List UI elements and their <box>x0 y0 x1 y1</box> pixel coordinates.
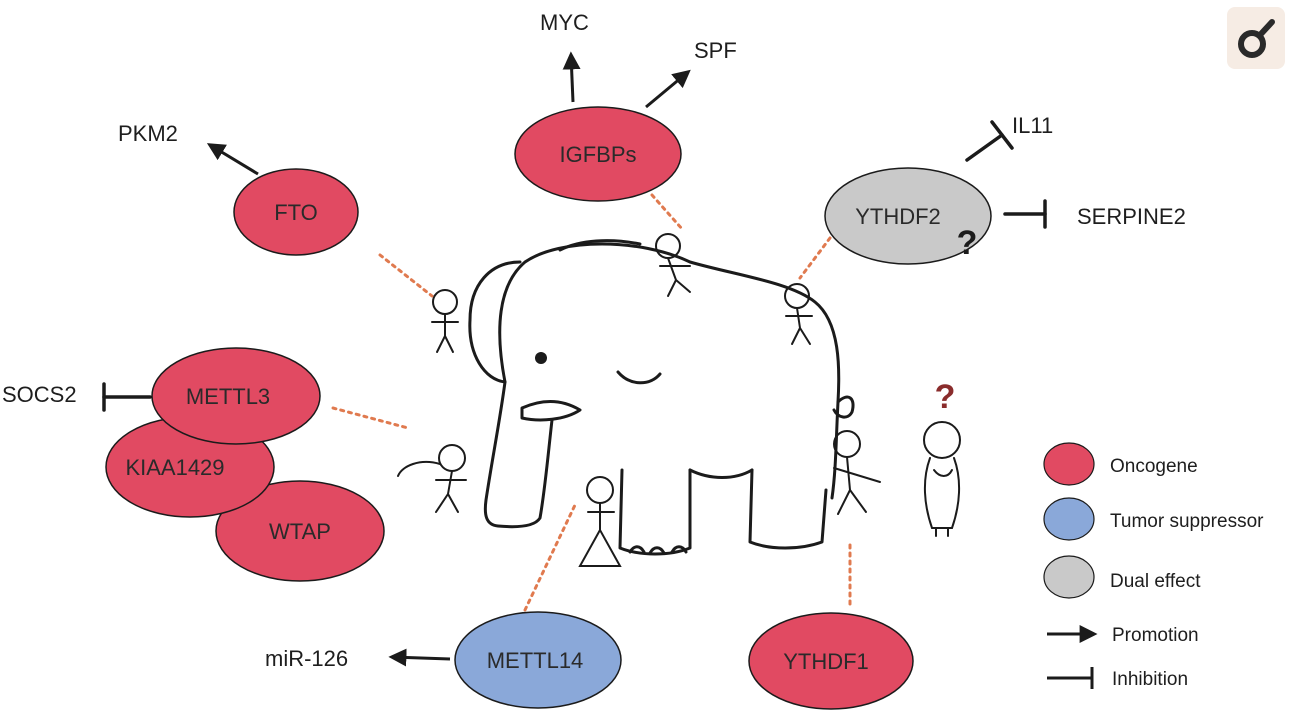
arrow-igfbps-myc <box>562 51 581 103</box>
target-socs2: SOCS2 <box>2 382 77 407</box>
elephant-body-outline <box>498 242 841 500</box>
dotted-links <box>331 193 852 612</box>
elephant-illustration <box>468 239 855 556</box>
figure-igfbps <box>655 233 691 297</box>
link-mettl14 <box>523 503 577 612</box>
legend-oncogene-swatch <box>1043 442 1095 486</box>
legend-tumor-suppressor: Tumor suppressor <box>1043 497 1264 541</box>
figure-thinking <box>923 421 961 537</box>
legend: Oncogene Tumor suppressor Dual effect Pr… <box>1043 442 1264 690</box>
elephant-ear <box>468 260 522 384</box>
logo-badge-icon <box>1227 7 1285 69</box>
target-mir126: miR-126 <box>265 646 348 671</box>
node-ythdf2: YTHDF2 ? <box>824 167 992 265</box>
node-ythdf1-label: YTHDF1 <box>783 649 869 674</box>
arrow-mettl14-mir126 <box>388 648 451 667</box>
target-serpine2: SERPINE2 <box>1077 204 1186 229</box>
legend-dual-effect-label: Dual effect <box>1110 571 1201 592</box>
elephant-trunk <box>483 380 554 529</box>
legend-promotion: Promotion <box>1047 625 1199 646</box>
node-kiaa1429-label: KIAA1429 <box>125 455 224 480</box>
target-il11: IL11 <box>1012 113 1053 138</box>
node-mettl14-label: METTL14 <box>487 648 584 673</box>
link-ythdf2 <box>798 236 832 280</box>
elephant-belly <box>688 468 754 479</box>
ythdf2-question-mark: ? <box>957 224 978 262</box>
inhibit-mettl3-socs2 <box>102 382 152 412</box>
figure-fto <box>431 289 459 353</box>
stick-figures <box>397 233 961 567</box>
arrow-igfbps-spf <box>645 69 691 109</box>
legend-inhibition: Inhibition <box>1047 667 1188 690</box>
arrow-fto-pkm2 <box>206 143 259 176</box>
elephant-eye <box>535 352 547 364</box>
link-fto <box>378 253 434 298</box>
elephant-toes <box>628 545 688 555</box>
node-ythdf1: YTHDF1 <box>748 612 914 710</box>
inhibit-ythdf2-serpine2 <box>1003 199 1047 229</box>
elephant-cheek <box>616 370 662 385</box>
figure-mettl14 <box>578 476 622 567</box>
legend-inhibition-label: Inhibition <box>1112 669 1188 690</box>
legend-dual-effect: Dual effect <box>1043 555 1201 599</box>
elephant-tail <box>832 395 855 419</box>
inhibit-ythdf2-il11 <box>965 120 1014 162</box>
node-fto-label: FTO <box>274 200 318 225</box>
elephant-tusk <box>520 400 582 422</box>
node-igfbps: IGFBPs <box>514 106 682 202</box>
node-wtap-label: WTAP <box>269 519 331 544</box>
legend-tumor-suppressor-swatch <box>1043 497 1095 541</box>
figure-question-mark: ? <box>935 378 956 416</box>
node-igfbps-label: IGFBPs <box>559 142 636 167</box>
elephant-forehead <box>558 239 642 252</box>
node-mettl3-label: METTL3 <box>186 384 270 409</box>
legend-promotion-label: Promotion <box>1112 625 1199 646</box>
node-mettl14: METTL14 <box>454 611 622 709</box>
promotion-arrows <box>206 51 691 667</box>
node-ythdf2-label: YTHDF2 <box>855 204 941 229</box>
figure-mettl3 <box>397 444 467 513</box>
node-wtap: WTAP <box>215 480 385 582</box>
node-fto: FTO <box>233 168 359 256</box>
elephant-back-leg <box>748 468 828 550</box>
target-spf: SPF <box>694 38 737 63</box>
node-mettl3: METTL3 <box>151 347 321 445</box>
target-myc: MYC <box>540 10 589 35</box>
legend-dual-effect-swatch <box>1043 555 1095 599</box>
link-igfbps <box>650 193 685 232</box>
legend-tumor-suppressor-label: Tumor suppressor <box>1110 511 1264 532</box>
elephant-front-leg <box>618 468 692 556</box>
legend-oncogene-label: Oncogene <box>1110 456 1198 477</box>
link-mettl3 <box>331 406 410 430</box>
legend-oncogene: Oncogene <box>1043 442 1198 486</box>
figure-ythdf2 <box>784 283 813 345</box>
target-pkm2: PKM2 <box>118 121 178 146</box>
inhibition-lines <box>102 120 1047 412</box>
figure-ythdf1 <box>833 430 881 515</box>
